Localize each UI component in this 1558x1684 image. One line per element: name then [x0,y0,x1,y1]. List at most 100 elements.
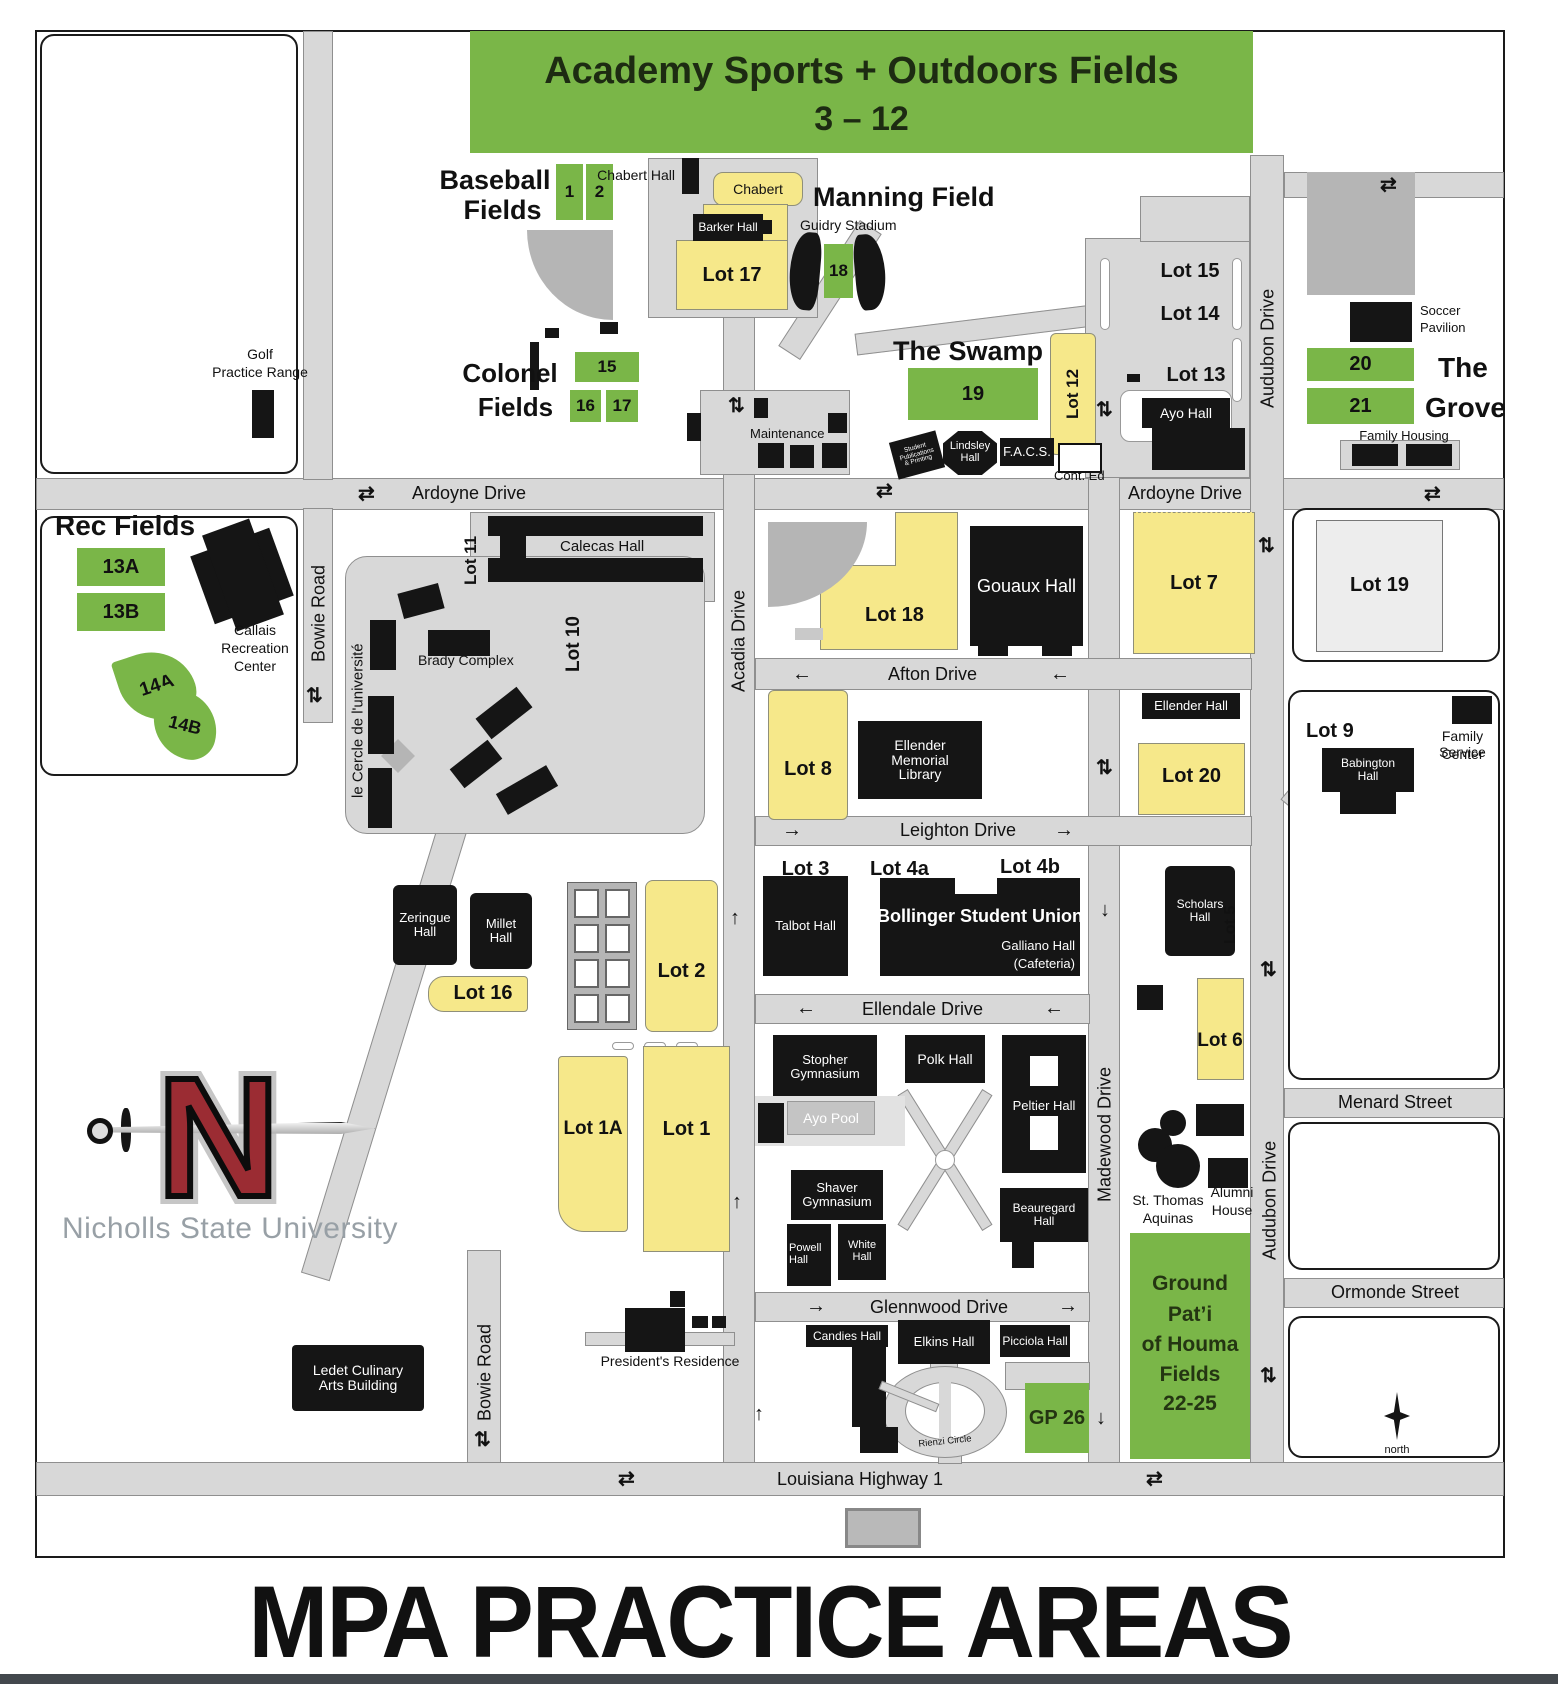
soccer-pavilion-label-2: Pavilion [1420,320,1466,335]
ellendale-label: Ellendale Drive [862,999,984,1019]
two-way-arrow-icon: ⇅ [1258,535,1275,557]
pool-building [758,1103,784,1143]
babington-line1: Babington [1340,756,1396,771]
field-18: 18 [824,244,853,298]
garage-cell [574,889,599,918]
powell-line1: Powell [789,1242,822,1255]
academy-fields [470,31,1253,153]
audubon-label-top: Audubon Drive [1257,288,1278,408]
logo-n: N [154,1040,283,1236]
lindsley-line2: Hall [960,452,980,464]
golf-range-building [252,390,274,438]
calecas-label: Calecas Hall [560,538,645,555]
peltier-window [1030,1056,1058,1086]
garage-cell [574,959,599,988]
baseball-field-2: 2 [586,164,613,220]
one-way-arrow-icon: ↓ [1096,1407,1106,1429]
babington-hall: Babington Hall [1322,748,1414,792]
gouaux-hall: Gouaux Hall [970,526,1083,646]
gp-26-field: GP 26 [1025,1383,1089,1453]
lot-1a-label: Lot 1A [563,1118,623,1139]
two-way-arrow-icon: ⇄ [618,1468,635,1490]
lot-1a [558,1056,628,1232]
white-line1: White [847,1239,877,1252]
gouaux-foot [978,646,1008,656]
glennwood-label: Glennwood Drive [870,1297,1009,1317]
one-way-arrow-icon: ← [1050,663,1070,685]
parking-zone-top [1140,196,1250,242]
lot-18-label: Lot 18 [865,604,924,626]
family-housing-building [1406,444,1452,466]
road-acadia [723,195,755,1464]
lot-4b-label: Lot 4b [1000,856,1060,878]
powell-hall: Powell Hall [787,1224,831,1286]
north-block [1288,1316,1500,1458]
logo-n-outline: N [149,1035,288,1241]
baseball-field-1: 1 [556,164,583,220]
garage-cell [605,889,630,918]
ledet-line2: Arts Building [318,1377,398,1393]
ledet-building: Ledet Culinary Arts Building [292,1345,424,1411]
two-way-arrow-icon: ⇅ [1096,757,1113,779]
ellender-hall: Ellender Hall [1142,693,1240,719]
callais-label-2: Recreation [221,640,289,656]
lot-5-label: Lot 5 [1222,905,1239,945]
lot-15-label: Lot 15 [1160,260,1220,282]
lot6-small-building [1137,985,1163,1010]
afton-label: Afton Drive [888,664,978,684]
garage-cell [574,994,599,1023]
one-way-arrow-icon: → [782,819,802,841]
ground-pati-line2: Pat’i [1167,1303,1213,1326]
calecas-wing [500,516,526,582]
millet-line2: Hall [489,930,513,945]
lot-8 [768,690,848,820]
one-way-arrow-icon: ↑ [730,907,740,929]
rec-fields-label: Rec Fields [55,510,196,541]
lot18-pad [795,628,823,640]
maintenance-building [790,445,814,468]
lot-10-label: Lot 10 [563,616,584,672]
gouaux-foot [1042,646,1072,656]
field-19-swamp: 19 [908,368,1038,420]
chabert-hall-label: Chabert Hall [597,167,675,183]
brady-building [368,768,392,828]
golf-label-2: Practice Range [212,364,308,380]
st-thomas-building [1196,1104,1244,1136]
millet-hall: Millet Hall [470,893,532,969]
lot-20-label: Lot 20 [1162,765,1221,787]
zeringue-line1: Zeringue [399,910,451,926]
north-label: north [1384,1444,1410,1456]
two-way-arrow-icon: ⇄ [1146,1468,1163,1490]
lot-1 [643,1046,730,1252]
small-building [545,328,559,338]
brady-building [368,696,394,754]
garage-cell [605,924,630,953]
callais-label-3: Center [233,658,277,674]
one-way-arrow-icon: ↑ [732,1191,742,1213]
alumni-house-building [1208,1158,1248,1188]
presidents-outbuilding [712,1316,726,1328]
beauregard-hall: Beauregard Hall [1000,1188,1088,1242]
parking-garage [567,882,637,1030]
presidents-residence-label: President's Residence [600,1353,740,1369]
lindsley-hall: Lindsley Hall [943,431,997,475]
white-hall: White Hall [838,1224,886,1280]
nicholls-logo: N N [85,1030,415,1250]
one-way-arrow-icon: → [1058,1295,1078,1317]
ground-pati-line3: of Houma [1141,1333,1239,1356]
bollinger-notch [955,878,997,894]
two-way-arrow-icon: ⇄ [1424,483,1441,505]
academy-range: 3 – 12 [814,100,909,138]
maintenance-building [754,398,768,418]
colonel-label-1: Colonel [462,358,558,388]
powell-line2: Hall [789,1254,808,1266]
candies-foot [860,1427,898,1453]
millet-line1: Millet [485,916,517,932]
callais-label-1: Callais [233,622,276,638]
ground-pati-line1: Ground [1152,1272,1228,1295]
guidry-stadium-label: Guidry Stadium [800,217,897,233]
swamp-label: The Swamp [893,336,1044,366]
lot-19-label: Lot 19 [1350,574,1409,596]
lot-7-label: Lot 7 [1170,572,1218,594]
grove-label-1: The [1438,352,1488,383]
